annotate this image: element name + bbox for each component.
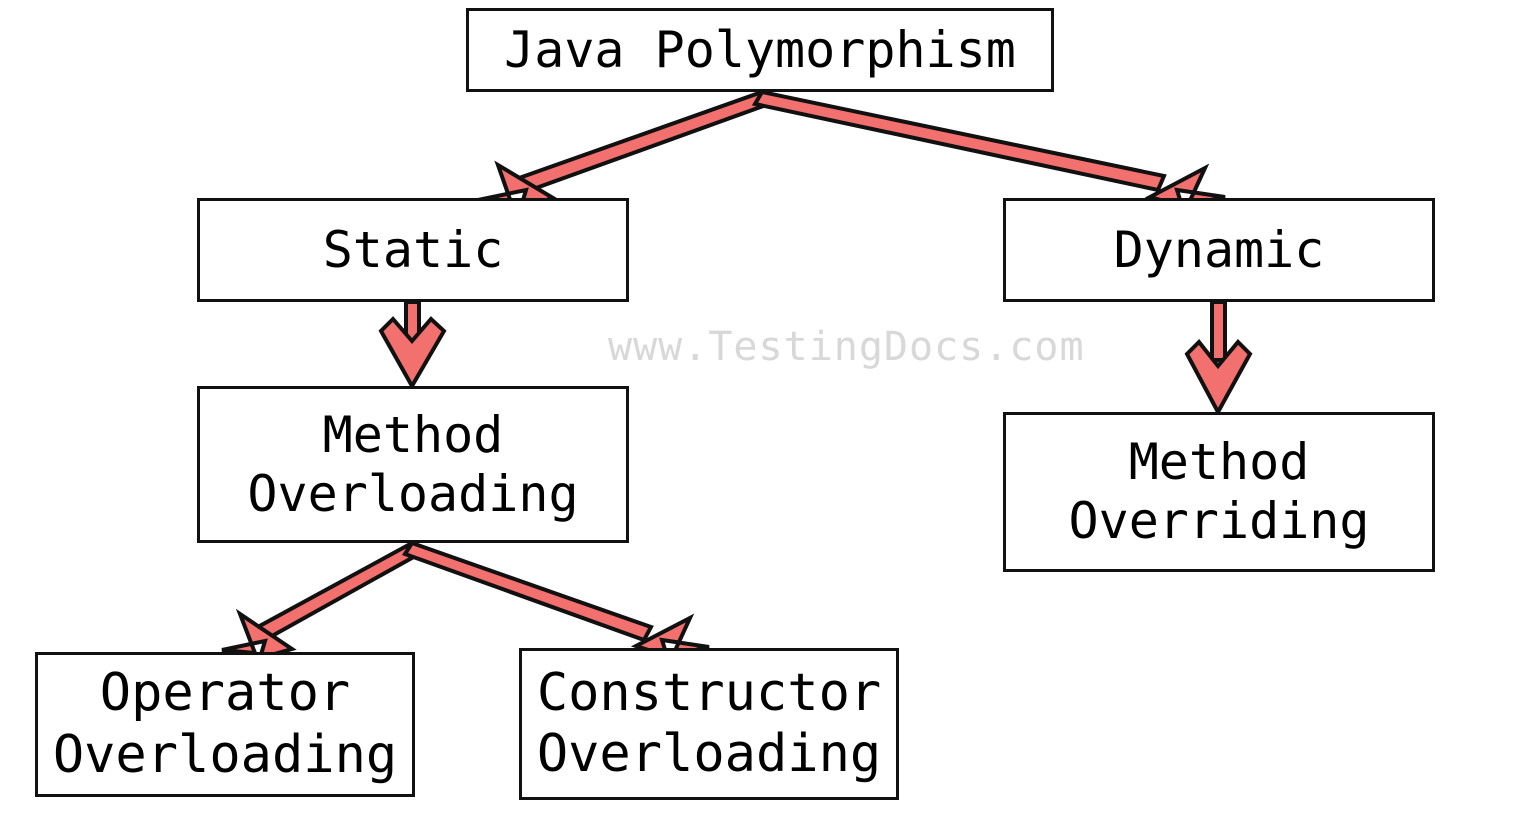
watermark-text: www.TestingDocs.com [608,324,1085,370]
node-java-polymorphism[interactable]: Java Polymorphism [466,8,1054,92]
edge-dynamic-to-method-overriding [1184,300,1253,417]
node-dynamic[interactable]: Dynamic [1003,198,1435,302]
edge-mol-to-constructor-overloading [401,540,710,660]
node-constructor-overloading[interactable]: Constructor Overloading [519,648,899,800]
node-method-overloading[interactable]: Method Overloading [197,386,629,543]
edge-root-to-dynamic [751,89,1226,209]
edge-root-to-static [477,89,772,210]
edge-static-to-method-overloading [378,300,447,391]
node-operator-overloading[interactable]: Operator Overloading [35,652,415,797]
node-method-overriding[interactable]: Method Overriding [1003,412,1435,572]
edge-mol-to-operator-overloading [221,540,422,661]
node-static[interactable]: Static [197,198,629,302]
